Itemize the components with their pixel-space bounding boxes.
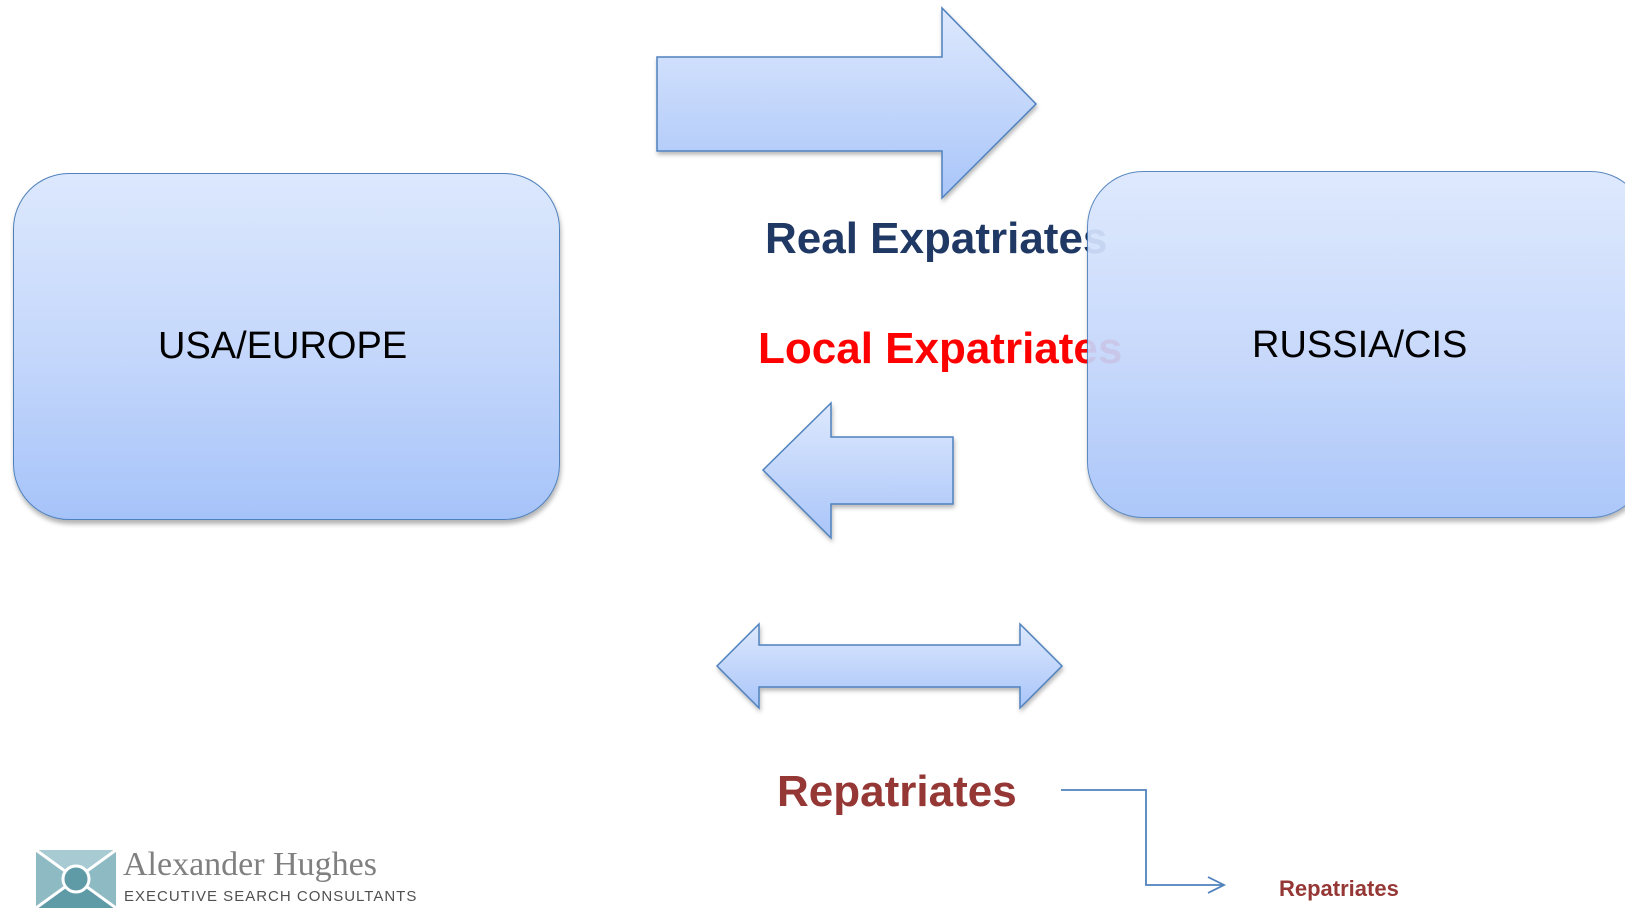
arrow-double-icon <box>715 622 1064 710</box>
connector-line <box>1061 789 1222 886</box>
usa-europe-label: USA/EUROPE <box>158 325 408 367</box>
russia-cis-label: RUSSIA/CIS <box>1252 324 1468 366</box>
repatriates-label: Repatriates <box>777 767 1017 816</box>
repatriates-small-label: Repatriates <box>1279 876 1399 901</box>
russia-cis-box <box>1087 171 1625 518</box>
local-expatriates-label: Local Expatriates <box>758 324 1123 373</box>
logo-tagline: EXECUTIVE SEARCH CONSULTANTS <box>124 888 418 905</box>
connector-arrowhead-icon <box>1207 876 1227 894</box>
logo-mark-icon <box>36 850 116 908</box>
real-expatriates-label: Real Expatriates <box>765 214 1108 263</box>
logo-name: Alexander Hughes <box>123 846 377 883</box>
usa-europe-box <box>13 173 560 520</box>
arrow-right-icon <box>656 6 1038 200</box>
arrow-left-icon <box>761 401 954 540</box>
